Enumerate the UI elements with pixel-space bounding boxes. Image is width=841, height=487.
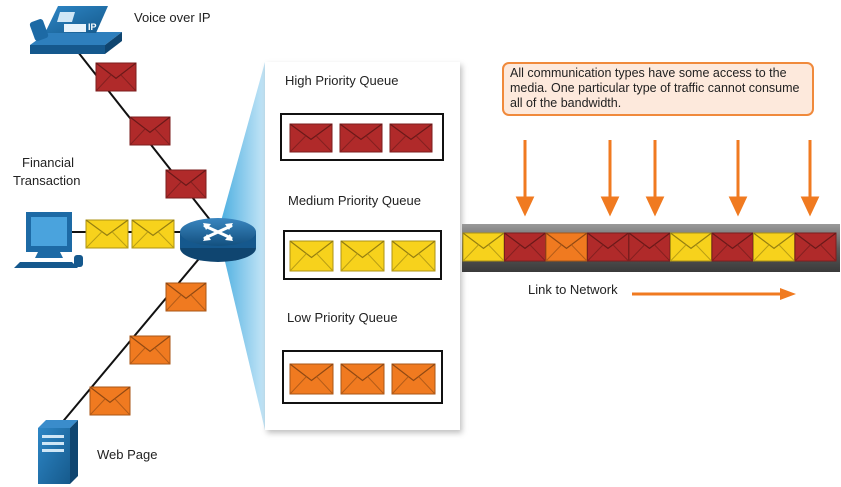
financial-label-line2: Transaction: [13, 173, 81, 188]
queued-financial-message: [340, 240, 385, 272]
low-queue-box: [282, 350, 443, 404]
web-page-label: Web Page: [97, 447, 158, 462]
queued-voice-message: [289, 123, 333, 153]
ip-phone-icon: IP: [29, 6, 122, 54]
medium-queue-title: Medium Priority Queue: [288, 193, 421, 208]
link-direction-arrow: [632, 288, 796, 300]
queued-web-message: [289, 363, 334, 395]
svg-text:IP: IP: [88, 22, 97, 32]
link-label: Link to Network: [528, 282, 618, 297]
financial-message-1: [85, 219, 129, 249]
voice-message-1: [95, 62, 137, 92]
web-message-2: [129, 335, 171, 365]
link-voice-message: [587, 232, 629, 262]
desktop-computer-icon: [14, 212, 83, 268]
queued-web-message: [391, 363, 436, 395]
web-link-line: [59, 235, 219, 426]
web-message-1: [165, 282, 207, 312]
queued-voice-message: [389, 123, 433, 153]
link-voice-message: [628, 232, 671, 262]
link-voice-message: [711, 232, 754, 262]
router-icon: [180, 218, 256, 262]
medium-queue-box: [283, 230, 442, 280]
web-message-3: [89, 386, 131, 416]
callout-note: All communication types have some access…: [502, 62, 814, 116]
queued-voice-message: [339, 123, 383, 153]
link-financial-message: [462, 232, 505, 262]
voip-label: Voice over IP: [134, 10, 211, 25]
link-web-message: [545, 232, 588, 262]
queued-financial-message: [289, 240, 334, 272]
server-icon: [38, 420, 78, 484]
queued-financial-message: [391, 240, 436, 272]
low-queue-title: Low Priority Queue: [287, 310, 398, 325]
link-voice-message: [794, 232, 837, 262]
link-financial-message: [753, 232, 795, 262]
financial-message-2: [131, 219, 175, 249]
voice-message-2: [129, 116, 171, 146]
financial-label-line1: Financial: [22, 155, 75, 170]
queued-web-message: [340, 363, 385, 395]
link-financial-message: [670, 232, 712, 262]
high-queue-box: [280, 113, 444, 161]
high-queue-title: High Priority Queue: [285, 73, 399, 88]
voice-message-3: [165, 169, 207, 199]
link-voice-message: [504, 232, 546, 262]
access-arrows: [515, 140, 820, 217]
